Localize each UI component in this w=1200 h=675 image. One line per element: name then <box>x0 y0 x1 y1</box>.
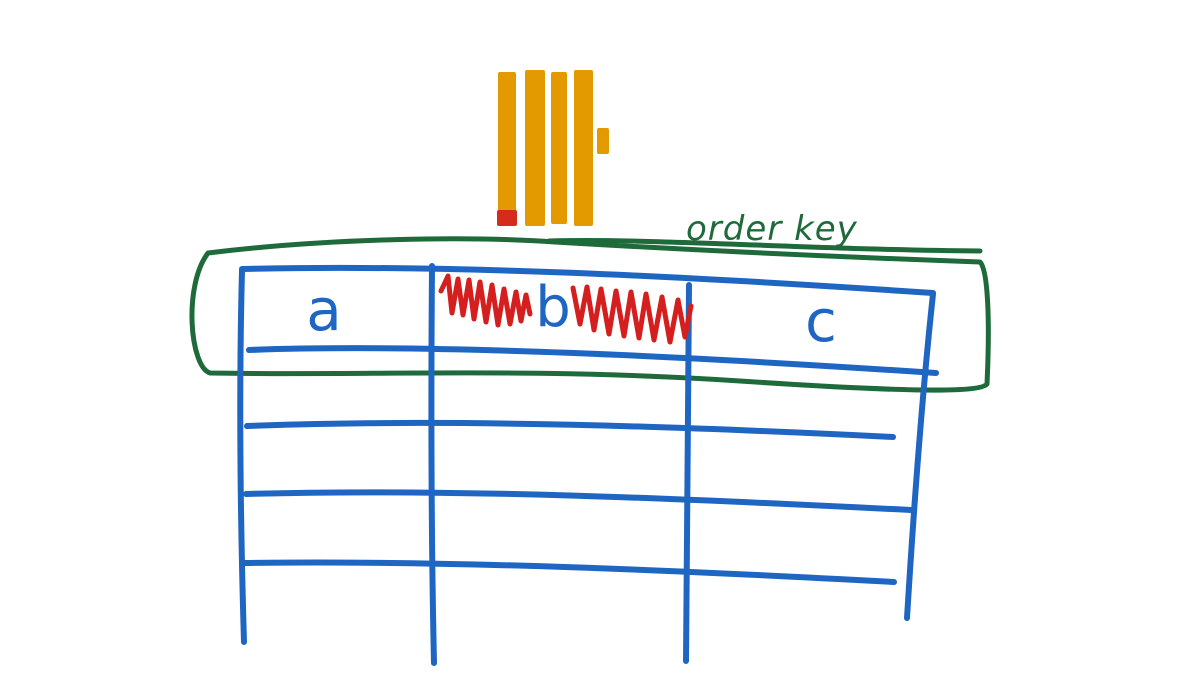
column-b-label: b <box>535 275 571 340</box>
order-key-box <box>189 236 991 393</box>
tally-mark-2 <box>525 70 545 226</box>
tally-mark-4 <box>574 70 593 226</box>
tally-mark-3 <box>551 72 567 224</box>
highlight-scribble-left <box>438 273 533 328</box>
column-divider-1 <box>428 263 437 666</box>
tally-marks <box>497 70 609 226</box>
red-square-mark <box>497 210 517 226</box>
left-border <box>237 267 247 645</box>
column-a-label: a <box>306 276 342 344</box>
row-divider-1 <box>244 419 896 440</box>
column-c-label: c <box>805 287 837 355</box>
right-border <box>904 291 936 621</box>
row-divider-2 <box>243 489 914 513</box>
order-key-annotation: order key <box>189 209 991 393</box>
column-divider-2 <box>683 282 692 664</box>
order-key-label: order key <box>686 209 858 249</box>
table-sketch: a b c <box>237 263 939 666</box>
tally-mark-5 <box>597 128 609 154</box>
tally-mark-1 <box>498 72 516 212</box>
table-top-border <box>239 264 936 296</box>
row-divider-3 <box>242 559 897 585</box>
order-key-pointer-line <box>546 238 983 254</box>
highlight-scribble-right <box>570 284 694 345</box>
column-b-highlight <box>438 273 694 345</box>
header-bottom-line <box>246 345 939 376</box>
